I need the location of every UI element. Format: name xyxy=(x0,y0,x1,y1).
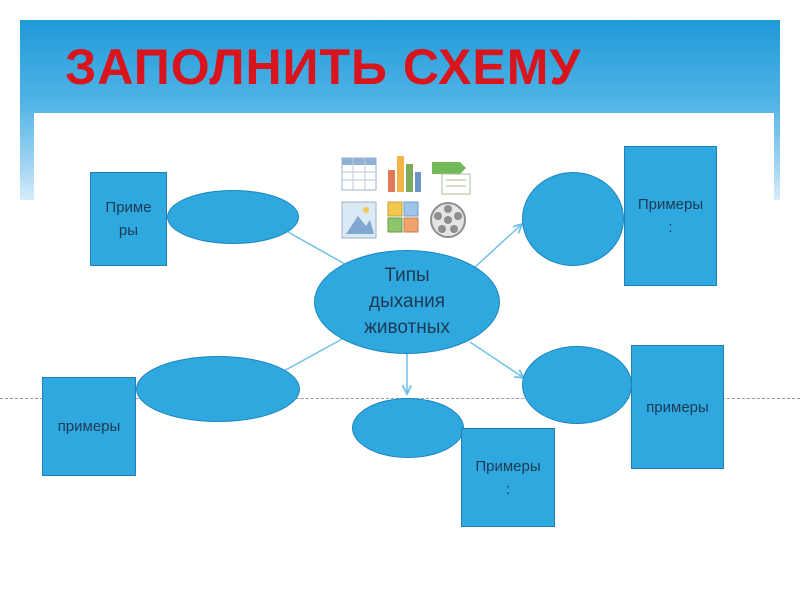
connector-bottom-left xyxy=(281,337,345,373)
bar-chart-icon xyxy=(388,156,421,192)
examples-box-top-left: Приме ры xyxy=(90,172,167,266)
blank-oval-bottom-right xyxy=(522,346,632,424)
examples-box-bottom: Примеры : xyxy=(461,428,555,527)
examples-box-bottom-right: примеры xyxy=(631,345,724,469)
blank-oval-bottom-left xyxy=(136,356,300,422)
connector-bottom-right xyxy=(469,341,524,378)
connector-top-right xyxy=(473,224,522,269)
content-placeholder-icons xyxy=(338,150,478,250)
slide-title: ЗАПОЛНИТЬ СХЕМУ xyxy=(65,39,582,95)
center-label: Типы дыхания животных xyxy=(364,265,450,338)
connector-top-left xyxy=(287,231,353,269)
clip-art-icon xyxy=(387,201,419,233)
media-icon xyxy=(430,202,466,238)
table-icon xyxy=(341,157,377,191)
center-oval: Типы дыхания животных xyxy=(314,250,500,354)
picture-icon xyxy=(341,201,377,239)
blank-oval-top-right xyxy=(522,172,624,266)
blank-oval-bottom xyxy=(352,398,464,458)
examples-box-top-right: Примеры : xyxy=(624,146,717,286)
smartart-icon xyxy=(432,162,471,195)
examples-box-bottom-left: примеры xyxy=(42,377,136,476)
blank-oval-top-left xyxy=(167,190,299,244)
